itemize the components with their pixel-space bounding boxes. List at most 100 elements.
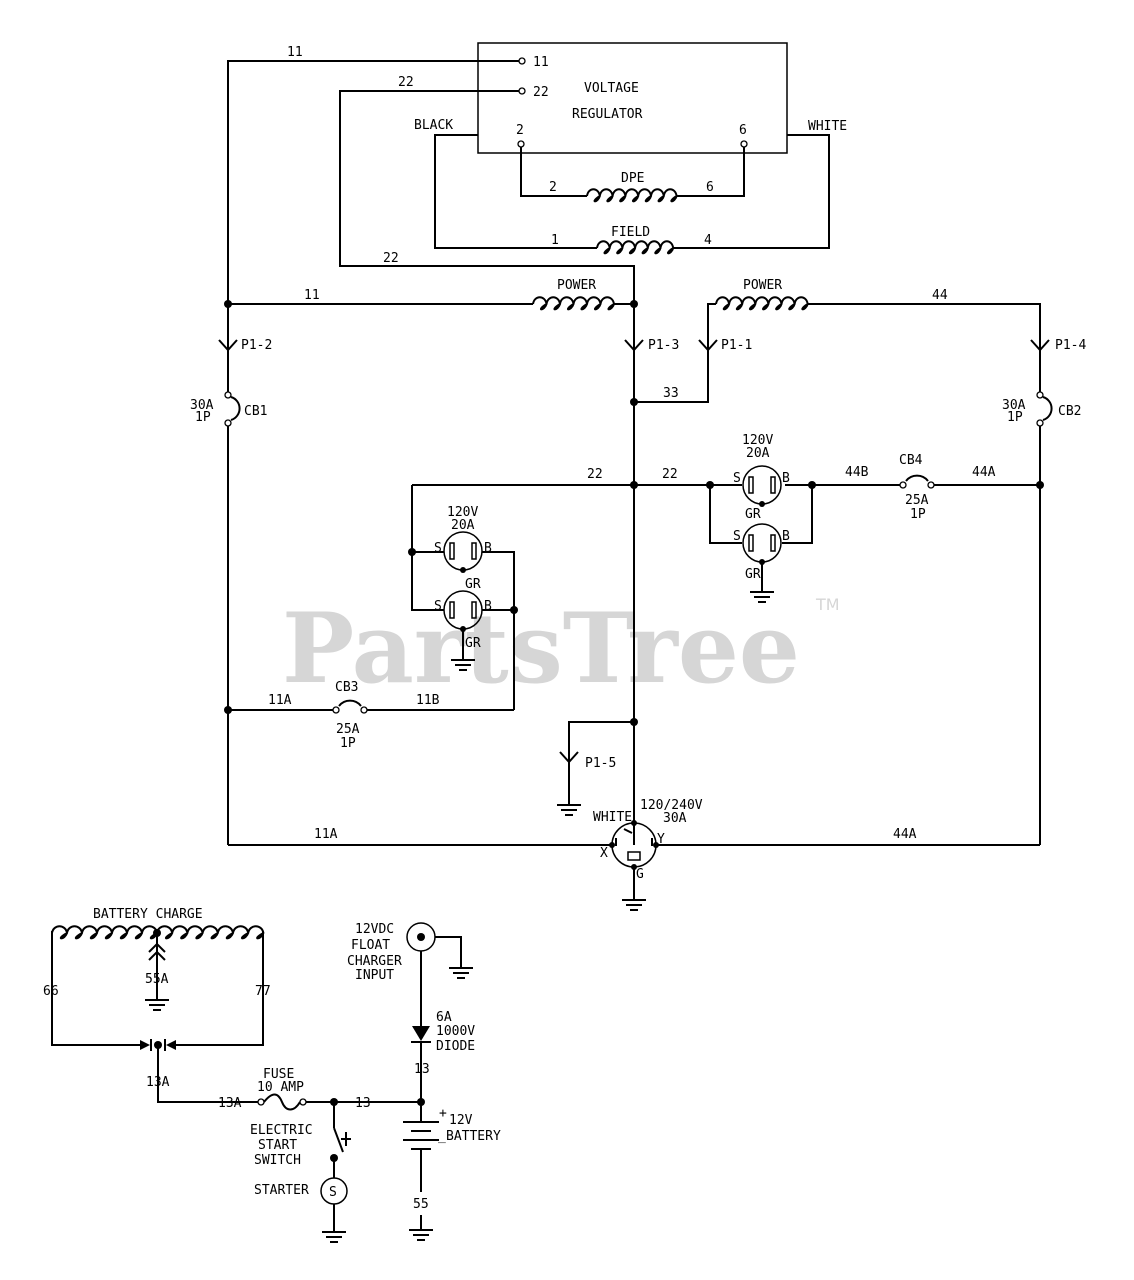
cb4-poles: 1P	[910, 507, 926, 522]
cb4-rating: 25A	[905, 493, 929, 508]
wire-22-top-label: 22	[398, 75, 414, 90]
float-charger-label-1: 12VDC	[355, 922, 394, 937]
float-charger-label-3: CHARGER	[347, 954, 402, 969]
cb2-name: CB2	[1058, 404, 1081, 419]
connector-p1-1: P1-1 33	[634, 333, 752, 403]
start-switch-label-1: ELECTRIC	[250, 1123, 313, 1138]
wire-44b-label: 44B	[845, 465, 869, 480]
rec-right-gr1: GR	[745, 507, 761, 522]
twistlock-receptacle: 120/240V 30A WHITE X Y G 11A 44A	[228, 798, 1040, 911]
cb2-poles: 1P	[1007, 410, 1023, 425]
electric-start-switch: S ELECTRIC START SWITCH STARTER	[250, 1098, 351, 1243]
power-coil-left: POWER 11	[228, 278, 634, 311]
twistlock-voltage: 120/240V	[640, 798, 703, 813]
regulator-pin-11: 11	[533, 55, 549, 70]
p1-1-label: P1-1	[721, 338, 752, 353]
twistlock-y: Y	[657, 832, 665, 847]
regulator-title-1: VOLTAGE	[584, 81, 639, 96]
dpe-end-left: 2	[549, 180, 557, 195]
p1-4-label: P1-4	[1055, 338, 1086, 353]
battery-label-2: BATTERY	[446, 1129, 501, 1144]
power-left-label: POWER	[557, 278, 596, 293]
wire-44a-cb4-label: 44A	[972, 465, 996, 480]
wire-55a-label: 55A	[145, 972, 169, 987]
watermark-tm: TM	[815, 595, 840, 614]
battery-label: 12V	[449, 1113, 473, 1128]
rec-left-s1: S	[434, 541, 442, 556]
wire-33-label: 33	[663, 386, 679, 401]
watermark-text: PartsTree	[282, 592, 800, 705]
float-charger-input: 12VDC FLOAT CHARGER INPUT 6A 1000V DIODE…	[347, 922, 475, 1102]
start-switch-label-2: START	[258, 1138, 297, 1153]
wire-77-label: 77	[255, 984, 271, 999]
connector-p1-5: P1-5	[557, 721, 634, 816]
rec-right-s1: S	[733, 471, 741, 486]
twistlock-white: WHITE	[593, 810, 632, 825]
dpe-label: DPE	[621, 171, 644, 186]
wire-13-horizontal-label: 13	[355, 1096, 371, 1111]
wire-55-label: 55	[413, 1197, 429, 1212]
wire-11a-cb3-label: 11A	[268, 693, 292, 708]
rec-right-b1: B	[782, 471, 790, 486]
wire-22-mid-label: 22	[383, 251, 399, 266]
watermark: PartsTree TM	[282, 592, 840, 705]
breaker-cb3: 11A 11B CB3 25A 1P	[224, 680, 514, 751]
cb3-poles: 1P	[340, 736, 356, 751]
connector-p1-4: P1-4	[1030, 333, 1086, 353]
battery-charge-title: BATTERY CHARGE	[93, 907, 203, 922]
fuse-label-2: 10 AMP	[257, 1080, 304, 1095]
connector-p1-3: P1-3	[624, 304, 679, 353]
starter-symbol: S	[329, 1185, 337, 1200]
breaker-cb1: 30A 1P CB1	[190, 352, 267, 845]
connector-p1-2: P1-2	[218, 304, 272, 353]
duplex-receptacle-left: 120V 20A S B GR S B GR	[408, 485, 518, 710]
power-coil-right: POWER 44	[707, 278, 1041, 333]
cb4-name: CB4	[899, 453, 923, 468]
rec-right-gr2: GR	[745, 567, 761, 582]
rec-right-b2: B	[782, 529, 790, 544]
field-coil: FIELD 1 4	[434, 134, 830, 255]
twistlock-current: 30A	[663, 811, 687, 826]
field-label: FIELD	[611, 225, 650, 240]
p1-3-label: P1-3	[648, 338, 679, 353]
regulator-pin-22: 22	[533, 85, 549, 100]
p1-2-label: P1-2	[241, 338, 272, 353]
cb3-name: CB3	[335, 680, 358, 695]
power-right-label: POWER	[743, 278, 782, 293]
start-switch-label-3: SWITCH	[254, 1153, 301, 1168]
diode-label-3: DIODE	[436, 1039, 475, 1054]
regulator-pin-6: 6	[739, 123, 747, 138]
rec-left-current: 20A	[451, 518, 475, 533]
wire-44-power-label: 44	[932, 288, 948, 303]
rec-right-voltage: 120V	[742, 433, 773, 448]
wire-11b-label: 11B	[416, 693, 440, 708]
regulator-title-2: REGULATOR	[572, 107, 643, 122]
rec-right-s2: S	[733, 529, 741, 544]
rec-left-gr2: GR	[465, 636, 481, 651]
cb2-rating: 30A	[1002, 398, 1026, 413]
wire-11-top-label: 11	[287, 45, 303, 60]
wire-22-left-label: 22	[587, 467, 603, 482]
dpe-end-right: 6	[706, 180, 714, 195]
rec-left-voltage: 120V	[447, 505, 478, 520]
fuse-label-1: FUSE	[263, 1067, 294, 1082]
float-charger-label-2: FLOAT	[351, 938, 390, 953]
diode-label-1: 6A	[436, 1010, 452, 1025]
wire-22-right-label: 22	[662, 467, 678, 482]
float-charger-label-4: INPUT	[355, 968, 394, 983]
wire-11-power-label: 11	[304, 288, 320, 303]
regulator-white: WHITE	[808, 119, 847, 134]
wire-13a-fuse-label: 13A	[218, 1096, 242, 1111]
voltage-regulator: VOLTAGE REGULATOR 11 22 2 6 BLACK WHITE	[414, 42, 847, 154]
dpe-coil: DPE 2 6	[520, 147, 745, 203]
cb1-name: CB1	[244, 404, 267, 419]
cb1-poles: 1P	[195, 410, 211, 425]
p1-5-label: P1-5	[585, 756, 616, 771]
rec-left-s2: S	[434, 599, 442, 614]
rec-left-gr1: GR	[465, 577, 481, 592]
battery-charge-winding: BATTERY CHARGE 55A 66 77 13A 13A	[43, 907, 271, 1111]
rec-left-b2: B	[484, 599, 492, 614]
wire-66-label: 66	[43, 984, 59, 999]
cb3-rating: 25A	[336, 722, 360, 737]
